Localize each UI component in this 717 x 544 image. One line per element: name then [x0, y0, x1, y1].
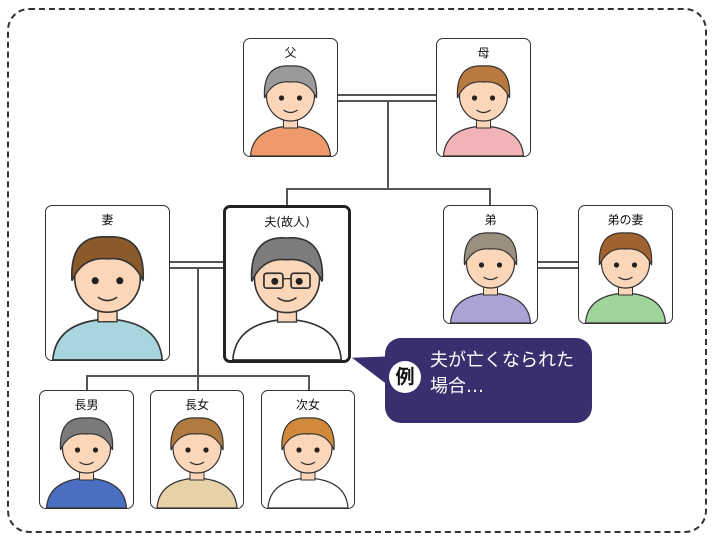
- member-card-brothers-wife: 弟の妻: [578, 205, 673, 324]
- connector: [338, 94, 436, 96]
- portrait-illustration: [249, 65, 332, 156]
- member-label: 夫(故人): [264, 215, 310, 229]
- member-label: 妻: [101, 213, 114, 227]
- connector: [170, 261, 224, 263]
- connector: [286, 188, 490, 190]
- callout-text: 夫が亡くなられた 場合…: [430, 350, 574, 397]
- portrait-illustration: [231, 237, 343, 360]
- member-label: 弟の妻: [607, 213, 644, 227]
- portrait-illustration: [267, 417, 349, 508]
- connector: [537, 261, 579, 263]
- portrait-illustration: [442, 65, 525, 156]
- connector: [197, 375, 199, 391]
- member-card-eldest-daughter: 長女: [150, 390, 244, 509]
- member-label: 母: [477, 46, 490, 60]
- portrait-illustration: [45, 417, 128, 508]
- portrait-illustration: [156, 417, 238, 508]
- member-label: 次女: [295, 398, 320, 412]
- portrait-illustration: [584, 232, 667, 323]
- member-label: 長女: [184, 398, 209, 412]
- member-card-mother: 母: [436, 38, 531, 157]
- member-label: 弟: [484, 213, 497, 227]
- connector: [286, 188, 288, 206]
- portrait-illustration: [449, 232, 532, 323]
- member-label: 長男: [74, 398, 99, 412]
- dashed-frame: [7, 8, 707, 533]
- connector: [197, 267, 199, 375]
- connector: [489, 188, 491, 206]
- connector: [86, 375, 88, 391]
- connector: [537, 267, 579, 269]
- portrait-illustration: [52, 236, 163, 360]
- example-badge: 例: [389, 361, 421, 393]
- connector: [387, 100, 389, 188]
- member-label: 父: [284, 46, 297, 60]
- member-card-wife: 妻: [45, 205, 170, 361]
- member-card-younger-brother: 弟: [443, 205, 538, 324]
- connector: [308, 375, 310, 391]
- member-card-father: 父: [243, 38, 338, 157]
- member-card-eldest-son: 長男: [39, 390, 134, 509]
- member-card-husband: 夫(故人): [223, 205, 351, 363]
- member-card-second-daughter: 次女: [261, 390, 355, 509]
